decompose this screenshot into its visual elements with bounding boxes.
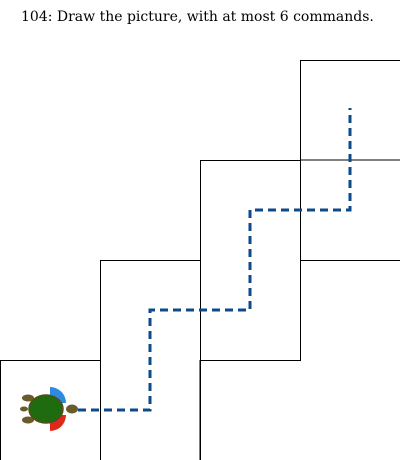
staircase-grid — [0, 60, 400, 460]
task-instruction: 104: Draw the picture, with at most 6 co… — [21, 9, 374, 25]
turtle-icon — [20, 387, 78, 431]
target-path — [78, 108, 352, 412]
grid-square-3 — [200, 160, 301, 361]
